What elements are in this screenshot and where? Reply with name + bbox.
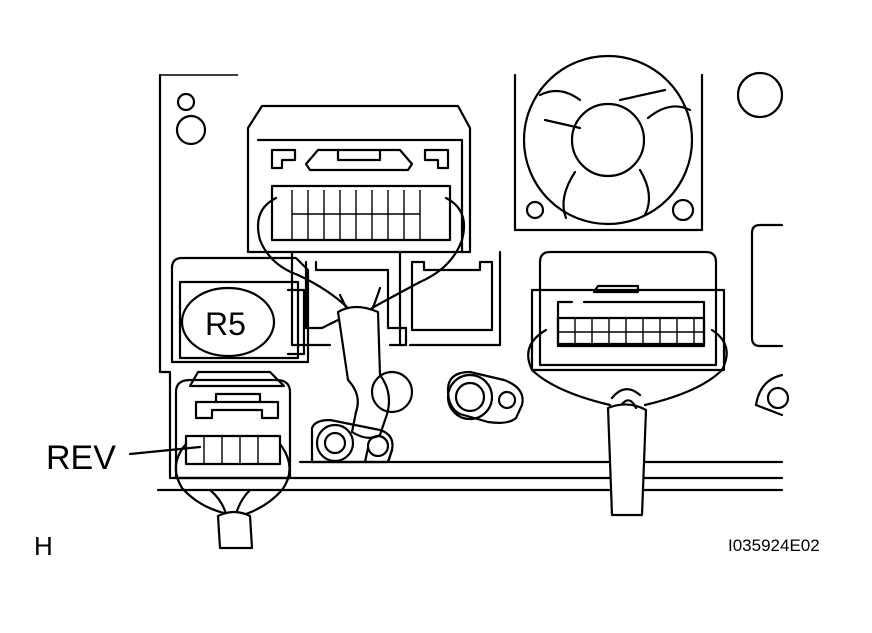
view-code-label: H [34, 531, 53, 561]
figure-id-label: I035924E02 [728, 536, 820, 555]
bracket-bolt [310, 418, 394, 464]
cooling-fan [513, 54, 704, 232]
connector-r5-label: R5 [205, 306, 246, 342]
rev-connector [174, 370, 292, 550]
right-connector [527, 250, 728, 517]
mounting-boss [446, 370, 524, 424]
r5-block [170, 256, 310, 364]
rev-leader-line [128, 445, 202, 456]
harness-main [296, 273, 422, 439]
large-connector [246, 104, 502, 347]
rev-terminal-label: REV [46, 439, 116, 477]
